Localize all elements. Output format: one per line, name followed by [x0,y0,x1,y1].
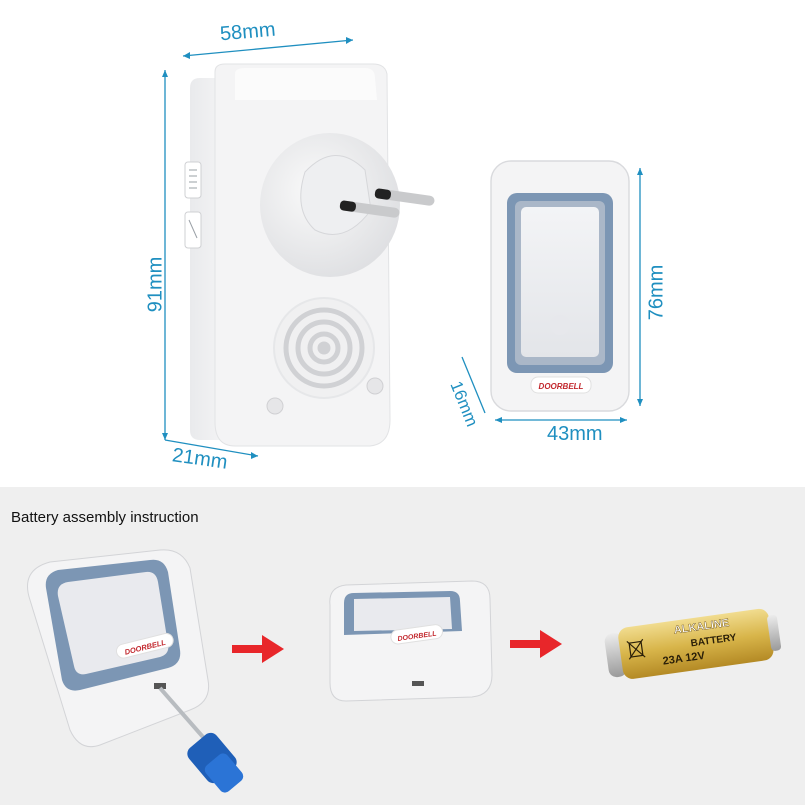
doorbell-logo: DOORBELL [390,624,444,645]
speaker-grille-icon [273,297,375,399]
step1-open-case-image: DOORBELL [27,549,244,793]
battery-23a-image: ALKALINE BATTERY 23A 12V [604,608,782,679]
push-button-transmitter: DOORBELL [490,160,630,412]
receiver-unit [184,63,435,447]
instruction-title: Battery assembly instruction [11,509,199,526]
battery-model-text: 23A 12V [662,650,706,668]
recycle-bin-icon [626,638,646,660]
dimension-height-button: 76mm [645,264,668,321]
dimension-height-receiver: 91mm [144,256,167,313]
dimension-width-receiver: 58mm [219,18,277,46]
brand-logo-text: DOORBELL [539,382,584,391]
arrow-right-icon [232,635,284,663]
product-dimension-panel: DOORBELL 58mm 91mm 21mm 76mm 43mm 16mm [144,18,668,474]
dimension-width-button: 43mm [547,423,603,445]
arrow-right-icon [510,630,562,658]
step2-opened-case-image: DOORBELL [329,580,493,702]
dimension-lines [162,37,643,459]
plug-pins-icon [339,188,435,218]
doorbell-logo: DOORBELL [530,376,592,394]
screwdriver-icon [158,686,244,793]
